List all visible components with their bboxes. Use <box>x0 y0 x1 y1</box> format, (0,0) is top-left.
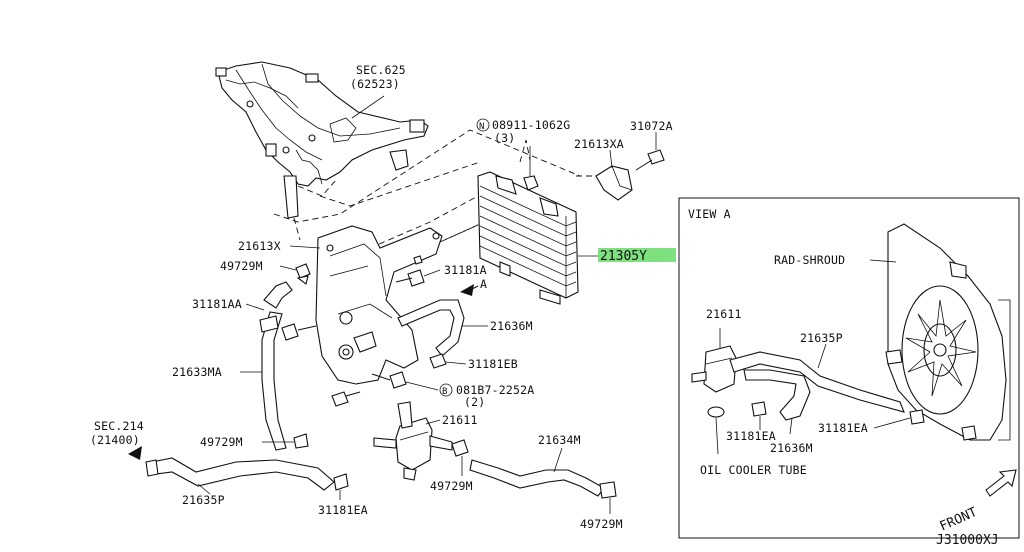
view-a-clips <box>707 401 925 425</box>
hose-21636m <box>397 299 465 357</box>
clip-49729m-b <box>293 433 309 449</box>
label-62523: (62523) <box>350 77 400 91</box>
hose-21633ma <box>259 281 293 451</box>
label-49729m-d: 49729M <box>580 517 623 531</box>
label-21400: (21400) <box>90 433 140 447</box>
label-08911: 08911-1062G <box>492 118 570 132</box>
label-31181eb: 31181EB <box>468 357 518 371</box>
label-va-21636m: 21636M <box>770 441 813 455</box>
label-21635p: 21635P <box>182 493 225 507</box>
leader-sec625 <box>351 95 385 119</box>
highlight-21305y <box>598 248 676 262</box>
leader-21613xa <box>609 149 613 169</box>
nut-08911 <box>523 146 539 191</box>
mark-b <box>439 383 453 397</box>
bolt-081b7 <box>331 371 407 407</box>
upper-bracket-assembly <box>215 61 429 219</box>
label-21613xa: 21613XA <box>574 137 624 151</box>
label-21613x: 21613X <box>238 239 281 253</box>
label-oil-cooler-tube: OIL COOLER TUBE <box>700 463 807 477</box>
sec214-arrow <box>128 446 142 460</box>
label-view-a: VIEW A <box>688 207 731 221</box>
hose-21634m <box>469 459 605 497</box>
oil-cooler <box>477 171 579 305</box>
view-a-tube-21635p <box>729 351 905 413</box>
label-49729m-c: 49729M <box>430 479 473 493</box>
label-31181a: 31181A <box>444 263 487 277</box>
lower-bracket-21613x <box>315 225 443 385</box>
rad-shroud <box>885 223 1011 441</box>
front-arrow <box>985 469 1017 497</box>
hose-21635p <box>145 457 335 491</box>
label-21611: 21611 <box>442 413 478 427</box>
label-21633ma: 21633MA <box>172 365 222 379</box>
bolt-31181a <box>395 255 425 287</box>
bracket-21613xa <box>595 165 633 201</box>
bolt-31072a <box>635 132 665 171</box>
label-va-31181ea-left: 31181EA <box>726 429 776 443</box>
label-08911-qty: (3) <box>494 131 515 145</box>
clip-49729m-c <box>451 439 469 457</box>
label-va-21635p: 21635P <box>800 331 843 345</box>
label-b-mark: B <box>442 387 448 397</box>
clip-31181eb <box>429 353 447 369</box>
label-081b7-qty: (2) <box>464 395 485 409</box>
label-va-21611: 21611 <box>706 307 742 321</box>
leader-rad-shroud <box>869 259 897 263</box>
label-front: FRONT <box>938 505 980 535</box>
clip-49729m-a <box>295 263 311 285</box>
label-31072a: 31072A <box>630 119 673 133</box>
label-31181ea: 31181EA <box>318 503 368 517</box>
label-081b7: 081B7-2252A <box>456 383 534 397</box>
label-31181aa: 31181AA <box>192 297 242 311</box>
label-sec625: SEC.625 <box>356 63 406 77</box>
leader-21613x <box>289 245 321 249</box>
label-diagram-code: J31000XJ <box>936 533 999 548</box>
label-49729m-b: 49729M <box>200 435 243 449</box>
mark-n <box>476 118 490 132</box>
label-21636m: 21636M <box>490 319 533 333</box>
label-rad-shroud: RAD-SHROUD <box>774 253 845 267</box>
label-21634m: 21634M <box>538 433 581 447</box>
label-49729m-a: 49729M <box>220 259 263 273</box>
label-sec214: SEC.214 <box>94 419 144 433</box>
label-a: A <box>480 277 487 291</box>
label-n-mark: N <box>479 122 485 132</box>
clip-49729m-d <box>599 481 617 499</box>
label-va-31181ea-right: 31181EA <box>818 421 868 435</box>
view-a-hose-21636m <box>743 369 811 421</box>
view-a-valve-21611 <box>691 345 737 393</box>
clip-31181aa <box>281 323 317 341</box>
valve-21611 <box>373 401 453 481</box>
clip-31181ea-lower <box>333 473 349 491</box>
label-21305y: 21305Y <box>600 249 647 264</box>
view-arrow-a <box>460 284 479 296</box>
view-a-frame <box>678 197 1020 539</box>
